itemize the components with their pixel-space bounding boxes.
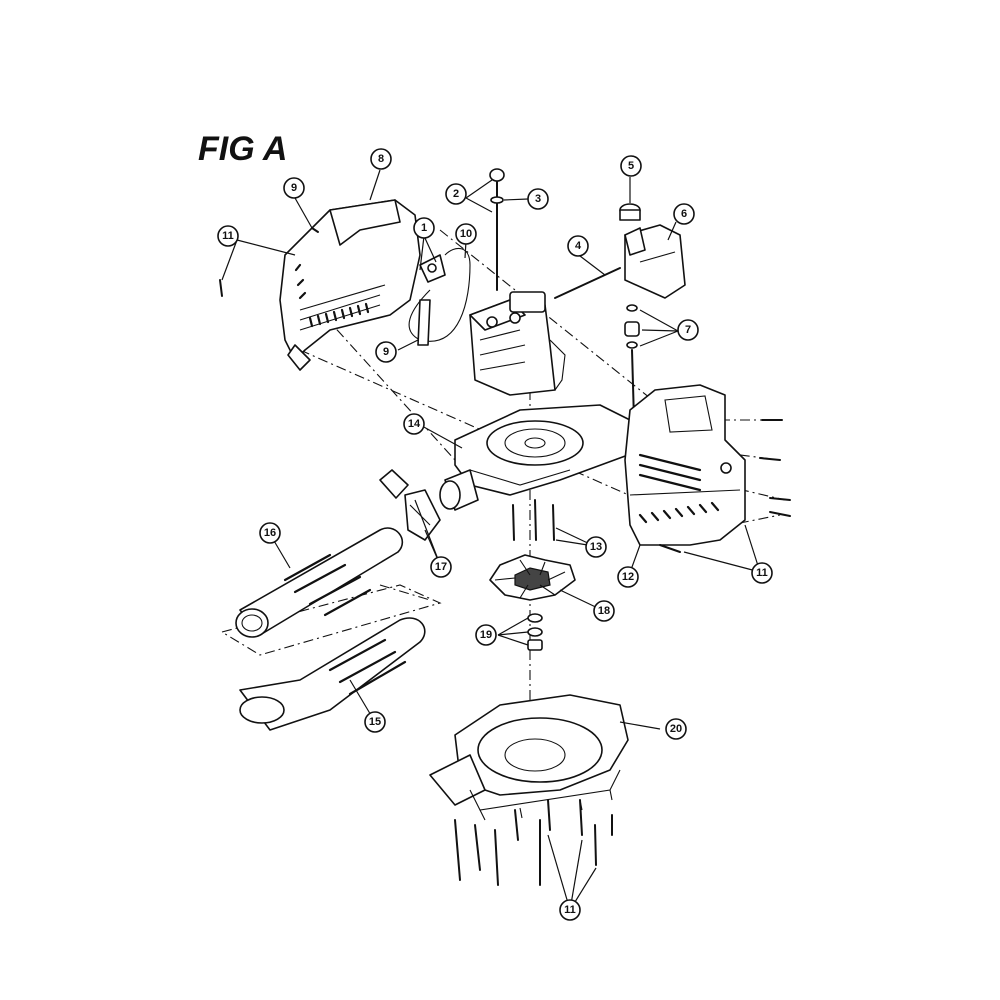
callout-9-top: 9 <box>283 177 305 199</box>
fan-housing-part <box>439 404 631 511</box>
washer-part <box>490 196 504 204</box>
callout-label: 13 <box>590 541 602 553</box>
callout-label: 14 <box>408 418 421 430</box>
callout-label: 9 <box>291 182 297 194</box>
callout-label: 5 <box>628 160 634 172</box>
lower-housing-part <box>429 694 629 821</box>
rear-housing-part <box>279 199 421 371</box>
callout-label: 15 <box>369 716 381 728</box>
callout-label: 11 <box>756 567 768 579</box>
callout-label: 11 <box>222 230 234 242</box>
impeller-washers-part <box>527 613 543 651</box>
callout-1: 1 <box>413 217 435 239</box>
callout-label: 6 <box>681 208 687 220</box>
callout-label: 9 <box>383 346 389 358</box>
impeller-part <box>489 554 576 601</box>
callout-18: 18 <box>593 600 615 622</box>
callout-14: 14 <box>403 413 425 435</box>
cable-clip-part <box>417 299 431 346</box>
wire-part <box>408 247 471 342</box>
callout-13: 13 <box>585 536 607 558</box>
callout-label: 20 <box>670 723 682 735</box>
callout-label: 18 <box>598 605 610 617</box>
callout-15: 15 <box>364 711 386 733</box>
callout-2: 2 <box>445 183 467 205</box>
callout-label: 12 <box>622 571 634 583</box>
long-rod-part <box>554 267 621 299</box>
callout-6: 6 <box>673 203 695 225</box>
side-screws-part <box>219 227 791 553</box>
switch-part <box>419 254 446 283</box>
callout-7: 7 <box>677 319 699 341</box>
spacer-bolt-part <box>624 304 640 421</box>
front-housing-part <box>624 384 746 546</box>
callout-label: 19 <box>480 629 492 641</box>
callout-11-right: 11 <box>751 562 773 584</box>
muffler-cover-part <box>624 224 686 299</box>
callout-4: 4 <box>567 235 589 257</box>
blower-tube-part <box>235 527 404 638</box>
flat-nozzle-part <box>239 617 426 731</box>
callout-11-left: 11 <box>217 225 239 247</box>
callout-label: 4 <box>575 240 582 252</box>
leader-lines <box>221 169 761 911</box>
callout-17: 17 <box>430 556 452 578</box>
figure-title: FIG A <box>198 130 287 168</box>
callout-9-bottom: 9 <box>375 341 397 363</box>
callout-label: 10 <box>460 228 472 240</box>
nozzle-bracket-part <box>379 469 441 541</box>
callout-19: 19 <box>475 624 497 646</box>
callout-3: 3 <box>527 188 549 210</box>
callout-16: 16 <box>259 522 281 544</box>
callout-label: 2 <box>453 188 459 200</box>
callout-label: 16 <box>264 527 276 539</box>
housing-screws-part <box>454 799 613 886</box>
callout-12: 12 <box>617 566 639 588</box>
callout-20: 20 <box>665 718 687 740</box>
callout-label: 1 <box>421 222 427 234</box>
callout-label: 7 <box>685 324 691 336</box>
callout-label: 3 <box>535 193 541 205</box>
callout-10: 10 <box>455 223 477 245</box>
callout-label: 11 <box>564 904 576 916</box>
callout-label: 17 <box>435 561 447 573</box>
nut-part <box>619 203 641 221</box>
callout-label: 8 <box>378 153 384 165</box>
callout-5: 5 <box>620 155 642 177</box>
engine-part <box>469 291 566 396</box>
callout-11-bottom: 11 <box>559 899 581 921</box>
base-screws-part <box>512 499 555 541</box>
callout-8: 8 <box>370 148 392 170</box>
